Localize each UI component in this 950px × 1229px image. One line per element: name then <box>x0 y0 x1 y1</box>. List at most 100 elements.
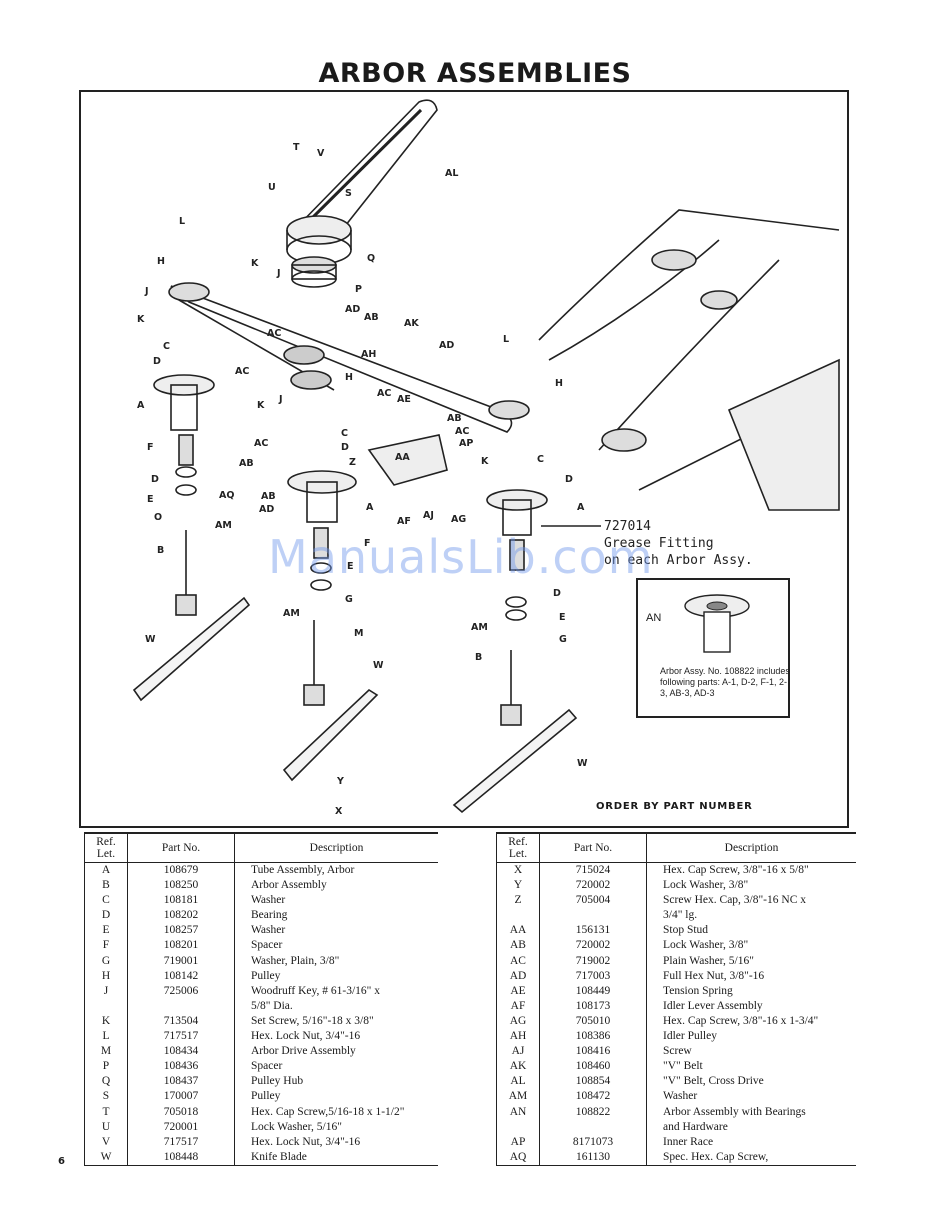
label-H2: H <box>345 372 353 383</box>
part-number-cell: 108434 <box>127 1044 235 1060</box>
part-number-cell: 108679 <box>127 862 235 879</box>
label-C: C <box>163 341 170 352</box>
ref-letter-cell: AK <box>496 1059 540 1075</box>
description-cell: Washer <box>251 894 286 907</box>
description-cell: Full Hex Nut, 3/8"-16 <box>663 969 765 982</box>
description-cell: Tension Spring <box>663 984 733 997</box>
knife-blade-center <box>282 688 379 782</box>
label-AE: AE <box>397 394 411 405</box>
label-AD3: AD <box>259 504 274 515</box>
knife-blade-right <box>452 708 578 814</box>
part-number-cell: 108822 <box>539 1104 647 1135</box>
label-AL: AL <box>445 168 458 179</box>
label-J: J <box>276 268 281 279</box>
description-cell: "V" Belt, Cross Drive <box>663 1075 764 1088</box>
description-cell: Knife Blade <box>251 1150 307 1163</box>
cross-drive-belt <box>292 99 438 241</box>
ref-letter-cell: H <box>84 968 128 984</box>
ref-letter-cell: C <box>84 893 128 909</box>
ref-letter-cell: AQ <box>496 1149 540 1166</box>
label-W3: W <box>577 758 588 769</box>
label-B2: B <box>475 652 482 663</box>
ref-letter-cell: AN <box>496 1104 540 1135</box>
label-G2: G <box>559 634 567 645</box>
part-number-cell: 705010 <box>539 1013 647 1030</box>
description-cell: Arbor Drive Assembly <box>251 1045 356 1058</box>
label-AB: AB <box>364 312 379 323</box>
ref-letter-cell: W <box>84 1149 128 1166</box>
part-number-cell: 108181 <box>127 893 235 909</box>
col-header-part: Part No. <box>539 833 647 863</box>
label-W: W <box>145 634 156 645</box>
ref-letter-cell: AE <box>496 983 540 999</box>
grease-fitting-part-number: 727014 <box>604 519 651 534</box>
description-cell: Pulley <box>251 969 281 982</box>
ref-letter-cell: X <box>496 862 540 879</box>
description-cell: Set Screw, 5/16"-18 x 3/8" <box>251 1014 374 1027</box>
label-AJ: AJ <box>423 510 434 521</box>
label-A: A <box>137 400 145 411</box>
col-header-description: Description <box>234 833 438 863</box>
label-AB2: AB <box>447 413 462 424</box>
label-S: S <box>345 188 352 199</box>
knife-blade-left <box>132 596 251 702</box>
part-number-cell: 108436 <box>127 1059 235 1075</box>
description-cell: Pulley <box>251 1090 281 1103</box>
label-A3: A <box>577 502 585 513</box>
label-F: F <box>147 442 154 453</box>
label-AQ: AQ <box>219 490 234 501</box>
part-number-cell: 720002 <box>539 938 647 954</box>
label-AM2: AM <box>283 608 300 619</box>
idler-pulley <box>283 345 325 365</box>
idler-lever <box>367 434 448 486</box>
part-number-cell: 719001 <box>127 953 235 969</box>
order-note: ORDER BY PART NUMBER <box>596 801 753 812</box>
ref-letter-cell: F <box>84 938 128 954</box>
label-AG: AG <box>451 514 466 525</box>
description-cell: Hex. Cap Screw,5/16-18 x 1-1/2" <box>251 1105 405 1118</box>
label-M: M <box>354 628 363 639</box>
ref-letter-cell: D <box>84 908 128 924</box>
label-D5: D <box>553 588 561 599</box>
label-AM3: AM <box>471 622 488 633</box>
label-U: U <box>268 182 276 193</box>
ref-letter-cell: AF <box>496 998 540 1014</box>
description-cell: Hex. Lock Nut, 3/4"-16 <box>251 1030 361 1043</box>
page-title: ARBOR ASSEMBLIES <box>318 58 632 89</box>
part-number-cell: 161130 <box>539 1149 647 1166</box>
label-K: K <box>251 258 259 269</box>
description-cell: Screw <box>663 1045 692 1058</box>
ref-letter-cell: T <box>84 1104 128 1120</box>
part-number-cell: 108448 <box>127 1149 235 1166</box>
label-H: H <box>157 256 165 267</box>
label-C2: C <box>341 428 348 439</box>
label-AM: AM <box>215 520 232 531</box>
part-number-cell: 725006 <box>127 983 235 1014</box>
part-number-cell: 108416 <box>539 1044 647 1060</box>
part-number-cell: 108386 <box>539 1029 647 1045</box>
ref-letter-cell: P <box>84 1059 128 1075</box>
description-cell: Spacer <box>251 1060 283 1073</box>
ref-letter-cell: J <box>84 983 128 1014</box>
label-E2: E <box>347 561 354 572</box>
label-C3: C <box>537 454 544 465</box>
label-AC2: AC <box>235 366 249 377</box>
label-P: P <box>355 284 362 295</box>
description-cell: Woodruff Key, # 61-3/16" x 5/8" Dia. <box>251 984 380 1012</box>
ref-letter-cell: AD <box>496 968 540 984</box>
